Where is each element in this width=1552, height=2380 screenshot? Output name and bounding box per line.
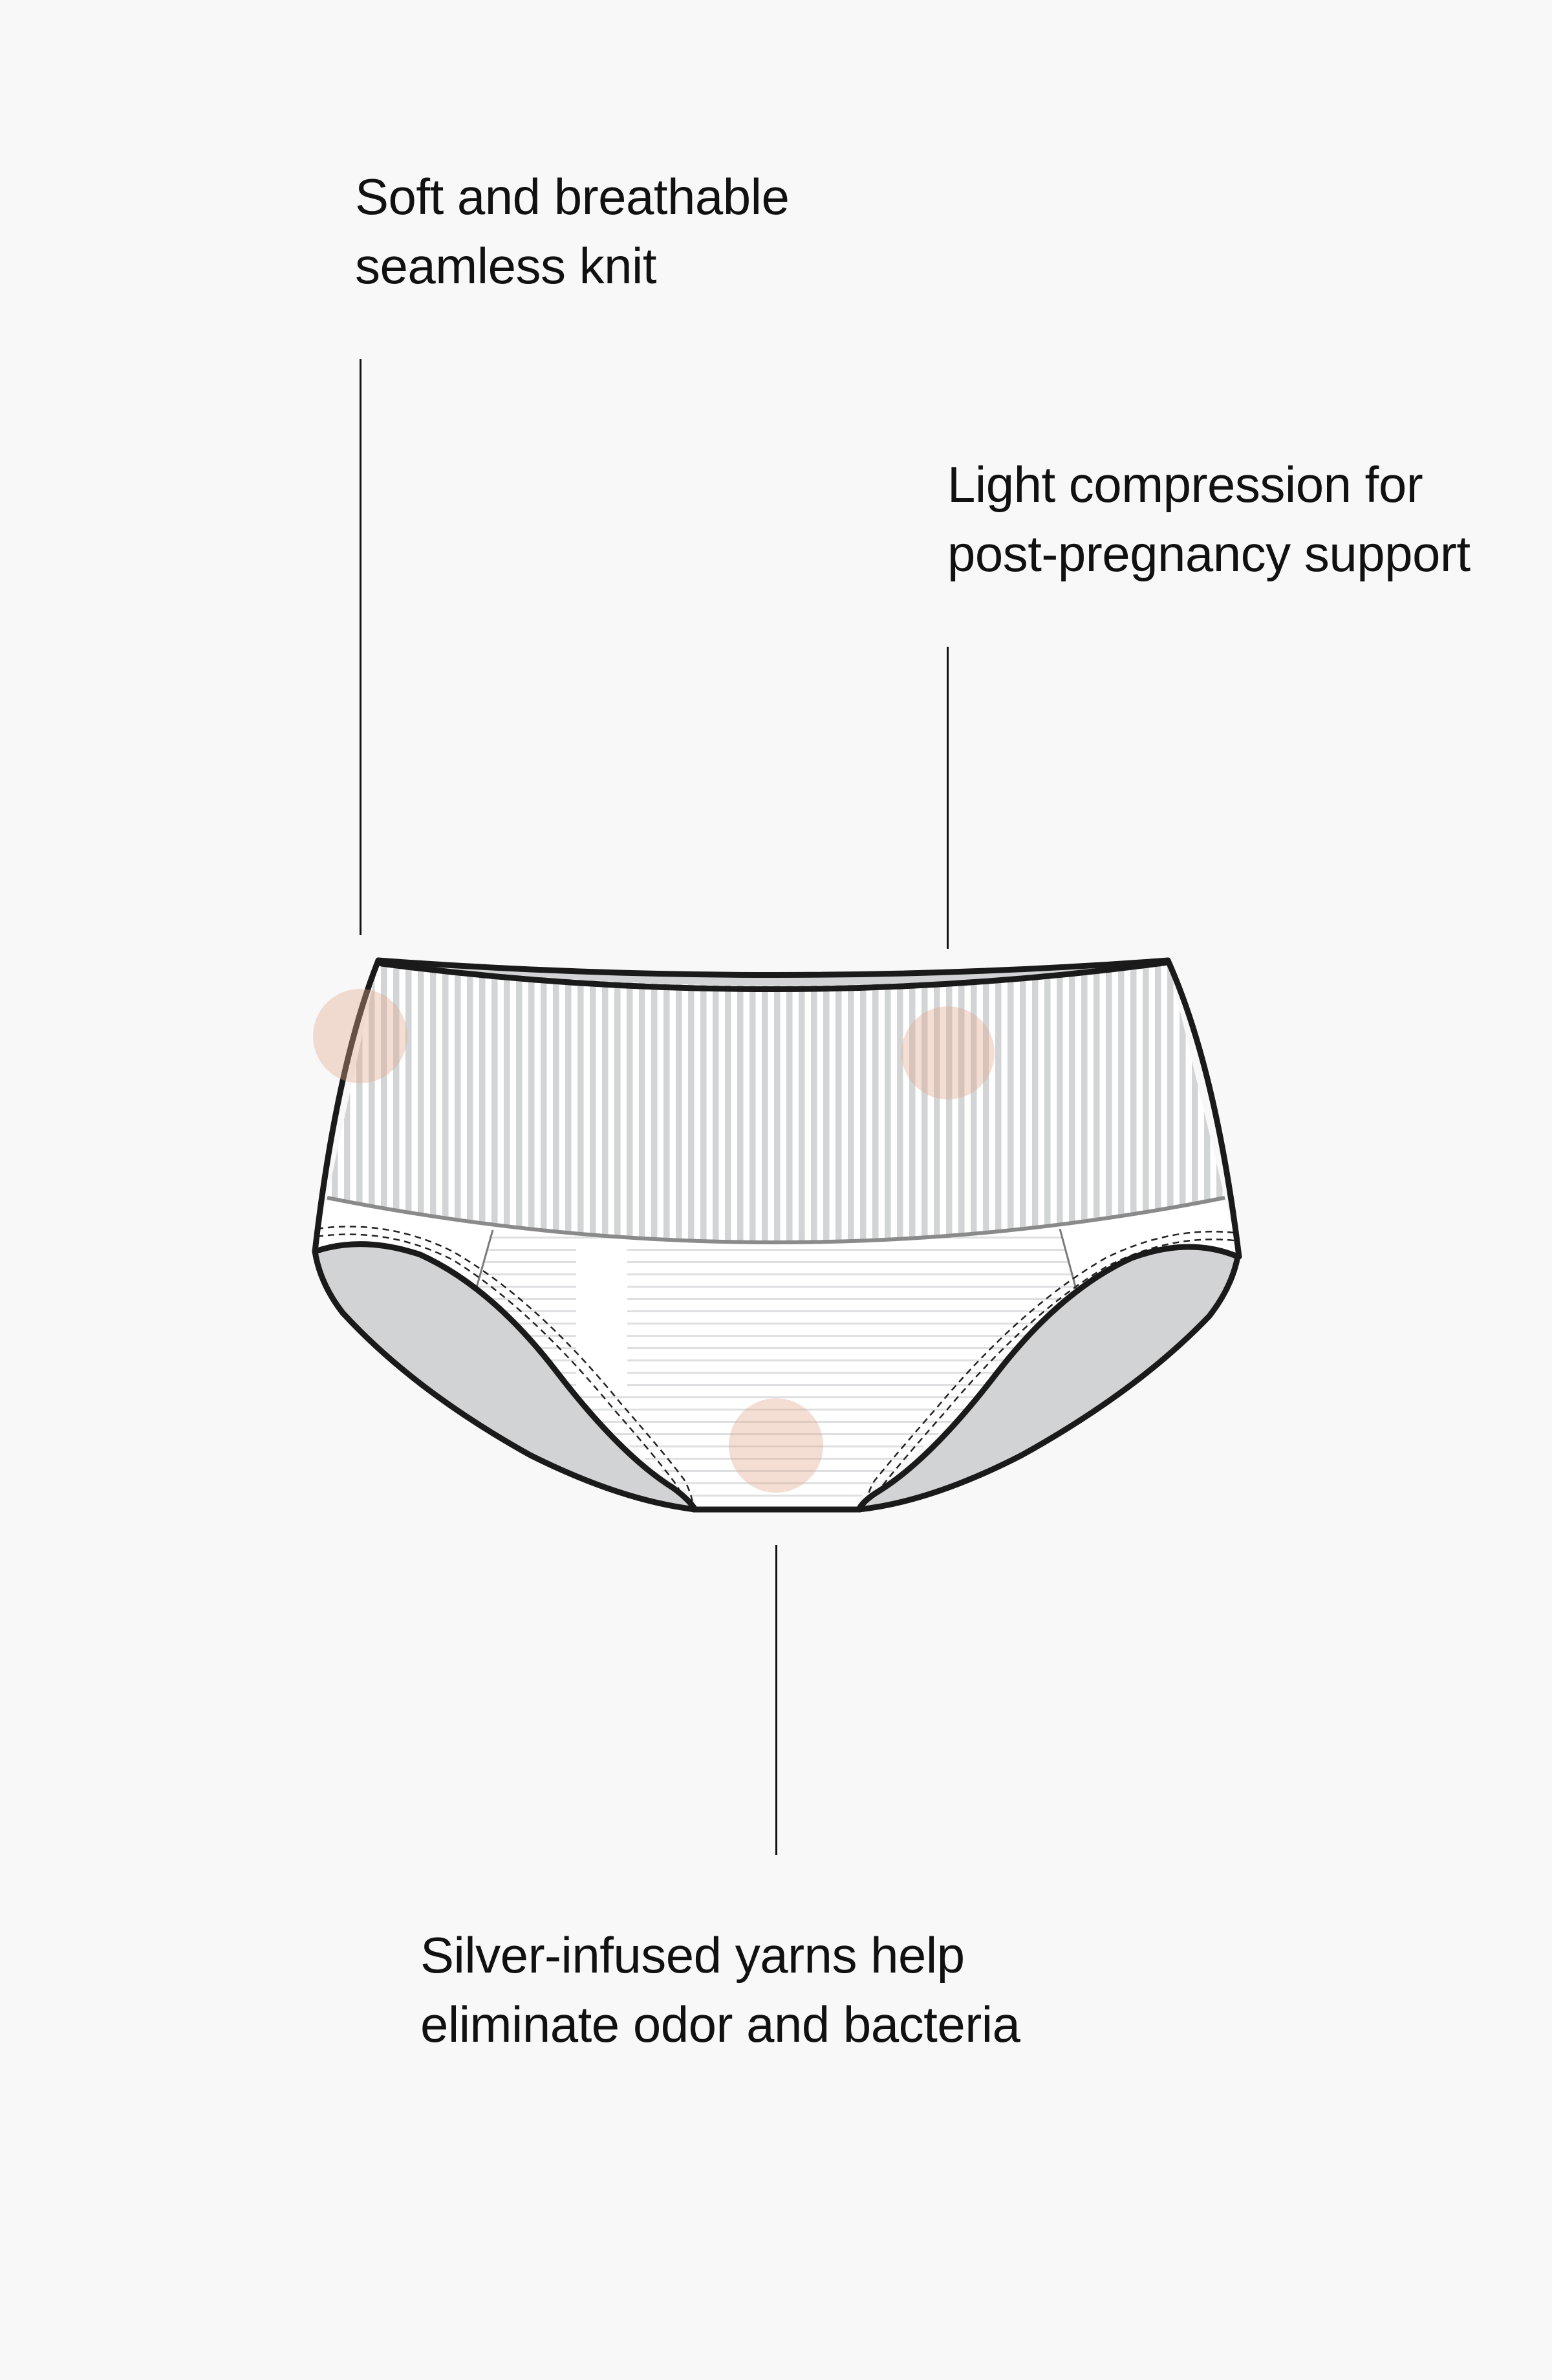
top-edge-inner [378, 959, 1171, 992]
hotspot-waistband [313, 989, 407, 1083]
callout-line: Soft and breathable [355, 168, 790, 225]
leader-line-silver-yarns [775, 1545, 777, 1855]
right-leg-stitch-outer [865, 1231, 1234, 1508]
callout-line: Light compression for [947, 456, 1423, 513]
callout-waistband-knit: Soft and breathable seamless knit [355, 162, 790, 301]
callout-line: eliminate odor and bacteria [420, 1996, 1020, 2053]
right-side-outline [1165, 957, 1242, 1260]
callout-silver-yarns: Silver-infused yarns help eliminate odor… [420, 1921, 1020, 2059]
waistband [327, 960, 1225, 1242]
right-leg-stitch-inner [873, 1239, 1234, 1508]
callout-line: seamless knit [355, 237, 657, 294]
callout-compression: Light compression for post-pregnancy sup… [947, 450, 1471, 589]
leader-line-waistband [360, 359, 361, 935]
callout-line: post-pregnancy support [947, 525, 1471, 582]
hotspot-compression [901, 1006, 995, 1099]
right-leg-opening [856, 1244, 1241, 1513]
left-leg-stitch-inner [316, 1233, 687, 1508]
top-edge-outer [375, 957, 1171, 978]
left-side-outline [312, 957, 382, 1255]
left-leg-opening [312, 1241, 698, 1513]
left-leg-stitch-outer [316, 1226, 695, 1508]
panel-gap [576, 1239, 627, 1387]
waistband-bottom-seam [327, 1196, 1225, 1244]
leader-line-compression [947, 647, 949, 949]
hotspot-gusset [729, 1398, 823, 1493]
callout-line: Silver-infused yarns help [420, 1927, 965, 1984]
